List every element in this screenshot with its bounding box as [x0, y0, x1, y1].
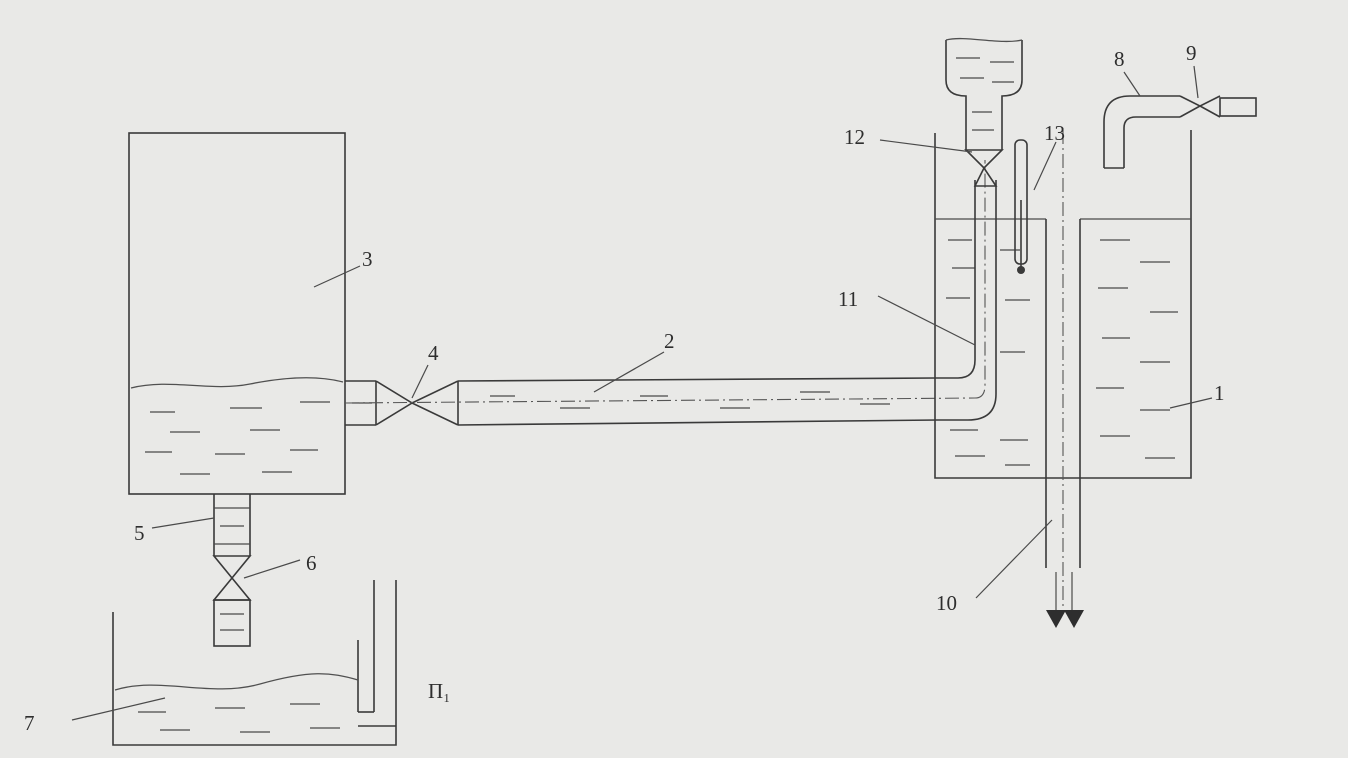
label-8: 8 [1114, 47, 1125, 71]
tank-1-liquid-strokes [946, 239, 1178, 466]
tank-3-liquid-strokes [145, 401, 330, 475]
flow-arrow-icon [1046, 610, 1066, 628]
label-7: 7 [24, 711, 35, 735]
collector-vessel-7 [112, 580, 397, 746]
label-2: 2 [664, 329, 675, 353]
labels: 3 4 2 1 5 6 7 П₁ 8 9 10 11 12 13 [24, 41, 1225, 735]
label-13: 13 [1044, 121, 1065, 145]
valve-6 [212, 555, 252, 647]
label-p1: П₁ [428, 679, 451, 703]
label-6: 6 [306, 551, 317, 575]
bent-tube-11 [935, 160, 997, 421]
thermometer-13 [1014, 139, 1028, 274]
tank-3 [128, 132, 346, 495]
label-11: 11 [838, 287, 858, 311]
valve-12 [964, 149, 1004, 187]
label-3: 3 [362, 247, 373, 271]
label-9: 9 [1186, 41, 1197, 65]
label-1: 1 [1214, 381, 1225, 405]
label-5: 5 [134, 521, 145, 545]
label-12: 12 [844, 125, 865, 149]
overflow-tube-10 [1045, 130, 1084, 628]
label-4: 4 [428, 341, 439, 365]
pipe-2 [344, 377, 976, 426]
leader-lines [71, 65, 1213, 721]
pipe-2-liquid-strokes [490, 391, 890, 409]
drain-pipe-5 [213, 494, 251, 556]
vessel-7-liquid-strokes [138, 703, 340, 733]
label-10: 10 [936, 591, 957, 615]
valve-9 [1179, 95, 1257, 118]
inlet-pipe-8 [1103, 95, 1180, 169]
flow-arrow-icon [1064, 610, 1084, 628]
feed-vessel [945, 37, 1023, 150]
